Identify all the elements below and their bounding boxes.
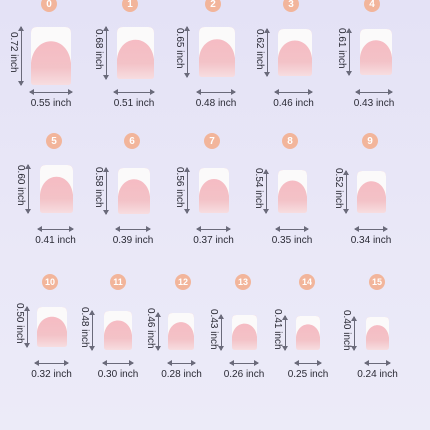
length-label: 0.60 inch — [15, 165, 26, 206]
width-arrow — [275, 226, 309, 232]
width-label: 0.46 inch — [273, 98, 314, 109]
width-label: 0.34 inch — [350, 235, 392, 246]
length-label: 0.62 inch — [254, 28, 265, 70]
width-arrow — [102, 360, 134, 366]
press-on-nail-image — [168, 313, 194, 350]
width-label: 0.55 inch — [30, 98, 72, 109]
width-arrow — [294, 360, 322, 366]
width-label: 0.48 inch — [195, 98, 237, 109]
width-label: 0.51 inch — [113, 98, 155, 109]
press-on-nail-image — [104, 311, 132, 350]
press-on-nail-image — [37, 307, 67, 347]
size-number-badge: 0 — [41, 0, 57, 12]
length-arrow — [89, 310, 95, 351]
width-arrow — [113, 89, 155, 95]
press-on-nail-image — [366, 317, 389, 350]
size-number-badge: 7 — [204, 133, 220, 149]
length-label: 0.58 inch — [93, 167, 104, 208]
length-arrow — [25, 164, 31, 214]
length-label: 0.65 inch — [174, 28, 185, 69]
length-arrow — [218, 314, 224, 351]
size-number-badge: 10 — [42, 274, 58, 290]
size-number-badge: 12 — [175, 274, 191, 290]
size-number-badge: 9 — [362, 133, 378, 149]
length-label: 0.50 inch — [14, 303, 25, 344]
length-label: 0.52 inch — [333, 168, 344, 209]
press-on-nail-image — [360, 29, 392, 75]
length-arrow — [351, 316, 357, 351]
length-arrow — [18, 26, 24, 86]
width-label: 0.39 inch — [112, 235, 154, 246]
press-on-nail-image — [31, 27, 71, 85]
length-label: 0.40 inch — [341, 309, 352, 351]
length-label: 0.46 inch — [145, 307, 156, 349]
length-arrow — [346, 28, 352, 76]
press-on-nail-image — [278, 170, 307, 213]
width-arrow — [354, 226, 388, 232]
size-number-badge: 3 — [283, 0, 299, 12]
width-arrow — [34, 360, 69, 366]
length-arrow — [264, 28, 270, 77]
width-arrow — [196, 226, 231, 232]
length-label: 0.68 inch — [93, 29, 104, 70]
length-label: 0.72 inch — [8, 32, 19, 73]
size-number-badge: 4 — [364, 0, 380, 12]
length-label: 0.61 inch — [336, 28, 347, 69]
size-number-badge: 15 — [369, 274, 385, 290]
width-arrow — [29, 89, 73, 95]
length-arrow — [103, 26, 109, 80]
width-label: 0.28 inch — [161, 369, 202, 380]
length-arrow — [184, 26, 190, 78]
press-on-nail-image — [357, 171, 386, 213]
width-label: 0.35 inch — [271, 235, 313, 246]
width-label: 0.25 inch — [287, 369, 329, 380]
length-label: 0.43 inch — [208, 308, 219, 350]
size-number-badge: 11 — [110, 274, 126, 290]
width-arrow — [167, 360, 196, 366]
width-label: 0.26 inch — [223, 369, 265, 380]
press-on-nail-image — [296, 316, 320, 350]
length-label: 0.54 inch — [253, 167, 264, 209]
size-number-badge: 8 — [282, 133, 298, 149]
size-number-badge: 13 — [235, 274, 251, 290]
press-on-nail-image — [232, 315, 257, 350]
size-number-badge: 14 — [299, 274, 315, 290]
length-arrow — [24, 306, 30, 348]
width-label: 0.24 inch — [357, 369, 398, 380]
length-arrow — [263, 169, 269, 214]
press-on-nail-image — [278, 29, 312, 76]
length-label: 0.48 inch — [79, 306, 90, 348]
length-arrow — [343, 170, 349, 214]
width-arrow — [364, 360, 391, 366]
press-on-nail-image — [40, 165, 73, 213]
length-label: 0.56 inch — [174, 166, 185, 208]
width-label: 0.30 inch — [97, 369, 139, 380]
size-number-badge: 5 — [46, 133, 62, 149]
press-on-nail-image — [117, 27, 154, 79]
press-on-nail-image — [199, 168, 229, 213]
length-arrow — [103, 167, 109, 215]
width-arrow — [196, 89, 236, 95]
size-number-badge: 6 — [124, 133, 140, 149]
width-arrow — [274, 89, 313, 95]
width-arrow — [115, 226, 151, 232]
width-arrow — [355, 89, 393, 95]
width-label: 0.41 inch — [35, 235, 76, 246]
press-on-nail-image — [118, 168, 150, 214]
size-number-badge: 1 — [122, 0, 138, 12]
width-label: 0.37 inch — [193, 235, 234, 246]
length-arrow — [282, 315, 288, 351]
width-label: 0.32 inch — [31, 369, 72, 380]
size-number-badge: 2 — [205, 0, 221, 12]
width-arrow — [229, 360, 259, 366]
width-label: 0.43 inch — [353, 98, 395, 109]
length-label: 0.41 inch — [272, 309, 283, 350]
width-arrow — [37, 226, 74, 232]
press-on-nail-image — [199, 27, 235, 77]
length-arrow — [184, 167, 190, 214]
length-arrow — [155, 312, 161, 351]
